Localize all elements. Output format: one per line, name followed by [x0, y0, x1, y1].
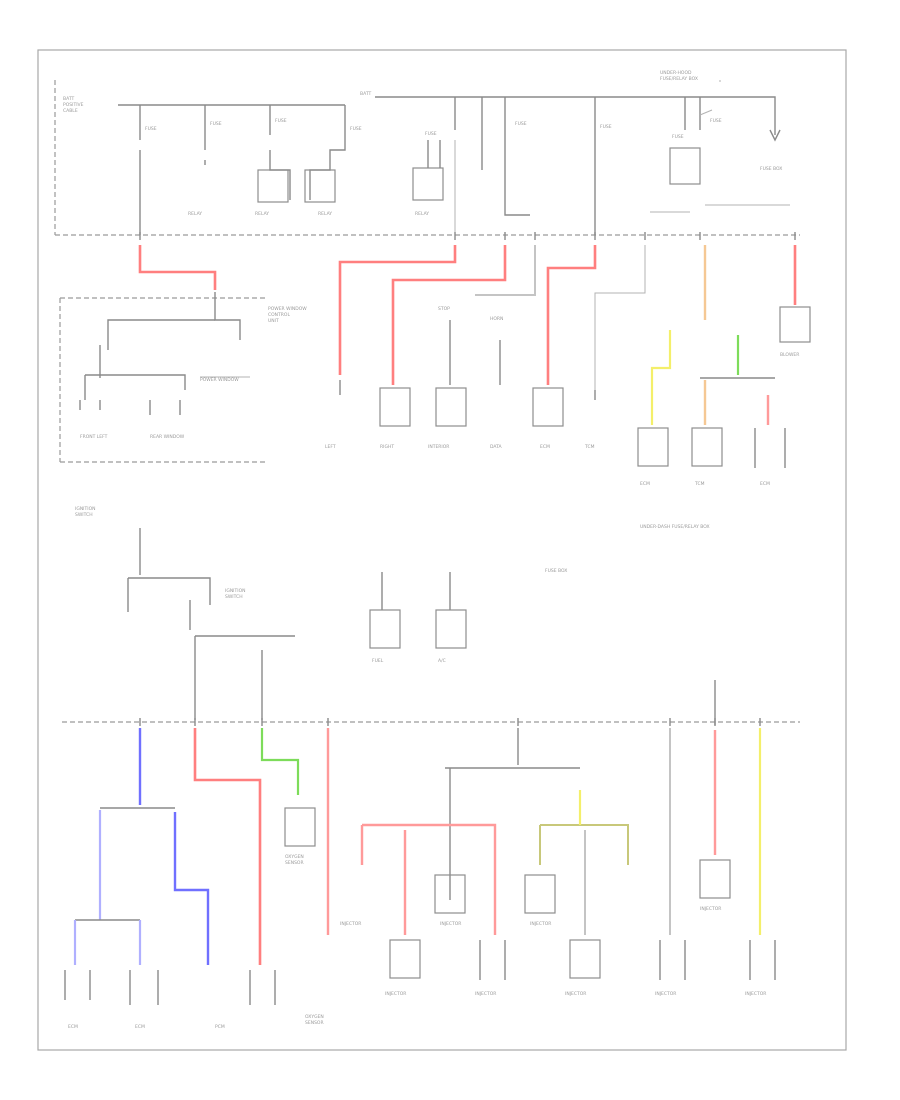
svg-text:OXYGEN: OXYGEN [285, 854, 304, 860]
svg-text:FUSE: FUSE [672, 134, 684, 140]
red-wire-1 [138, 245, 217, 290]
svg-text:INJECTOR: INJECTOR [565, 991, 586, 997]
svg-text:RIGHT: RIGHT [380, 444, 394, 450]
svg-text:DATA: DATA [490, 444, 503, 450]
svg-text:FUSE: FUSE [425, 131, 437, 137]
bottom-right-components: INJECTOR INJECTOR INJECTOR [655, 859, 776, 997]
svg-text:SWITCH: SWITCH [225, 594, 243, 600]
svg-text:INJECTOR: INJECTOR [530, 921, 551, 927]
diagram-frame [37, 49, 847, 1051]
svg-text:TCM: TCM [694, 481, 705, 487]
svg-text:BATT: BATT [63, 96, 74, 102]
svg-text:BATT: BATT [360, 91, 371, 97]
svg-text:RELAY: RELAY [415, 211, 429, 217]
svg-text:FUSE: FUSE [350, 126, 362, 132]
svg-text:REAR WINDOW: REAR WINDOW [150, 434, 185, 440]
svg-text:SENSOR: SENSOR [305, 1020, 324, 1026]
top-connector-row [139, 232, 796, 240]
svg-text:FUSE/RELAY BOX: FUSE/RELAY BOX [660, 76, 698, 82]
svg-text:FRONT LEFT: FRONT LEFT [80, 434, 108, 440]
gray-wire-1 [475, 245, 536, 296]
svg-text:ECM: ECM [760, 481, 770, 487]
svg-text:HORN: HORN [490, 316, 503, 322]
bottom-connector-row [139, 718, 761, 726]
blue-wire-2 [173, 812, 210, 965]
yellow-wire-1 [650, 330, 672, 425]
svg-text:OXYGEN: OXYGEN [305, 1014, 324, 1020]
left-junction-block: POWER WINDOW CONTROL UNIT FRONT LEFT REA… [59, 292, 307, 463]
svg-text:SWITCH: SWITCH [75, 512, 93, 518]
svg-text:A/C: A/C [438, 658, 446, 664]
svg-text:INJECTOR: INJECTOR [385, 991, 406, 997]
bottom-left-components: ECM ECM [64, 970, 159, 1030]
svg-text:INJECTOR: INJECTOR [340, 921, 361, 927]
svg-text:CABLE: CABLE [63, 108, 78, 114]
svg-text:LEFT: LEFT [325, 444, 336, 450]
svg-text:FUSE: FUSE [275, 118, 287, 124]
red-wire-3 [391, 245, 507, 385]
svg-text:INJECTOR: INJECTOR [745, 991, 766, 997]
svg-text:IGNITION: IGNITION [225, 588, 246, 594]
svg-text:CONTROL: CONTROL [268, 312, 290, 318]
mid-relays: FUEL A/C [369, 572, 716, 725]
svg-text:INJECTOR: INJECTOR [655, 991, 676, 997]
svg-text:UNDER-HOOD: UNDER-HOOD [660, 70, 692, 76]
svg-text:INJECTOR: INJECTOR [440, 921, 461, 927]
svg-text:IGNITION: IGNITION [75, 506, 96, 512]
svg-text:INJECTOR: INJECTOR [700, 906, 721, 912]
svg-text:POSITIVE: POSITIVE [63, 102, 84, 108]
svg-text:FUSE: FUSE [515, 121, 527, 127]
injector-bus: INJECTOR INJECTOR INJECTOR INJECTOR INJE… [340, 728, 629, 997]
red-wire-4 [546, 245, 597, 385]
top-middle-components: LEFT RIGHT INTERIOR DATA ECM TCM STOP HO… [325, 306, 596, 450]
svg-text:FUSE: FUSE [710, 118, 722, 124]
svg-text:POWER WINDOW: POWER WINDOW [200, 377, 239, 383]
svg-text:UNIT: UNIT [268, 318, 279, 324]
svg-text:SENSOR: SENSOR [285, 860, 304, 866]
ignition-switch: IGNITION SWITCH IGNITION SWITCH UNDER-DA… [75, 506, 710, 720]
svg-text:FUSE: FUSE [600, 124, 612, 130]
svg-text:ECM: ECM [640, 481, 650, 487]
red-wire-2 [338, 245, 457, 375]
top-fuse-box: BATT POSITIVE CABLE FUSE FUSE FUSE FUSE … [54, 70, 800, 236]
svg-text:UNDER-DASH FUSE/RELAY BOX: UNDER-DASH FUSE/RELAY BOX [640, 524, 710, 530]
svg-text:INTERIOR: INTERIOR [428, 444, 449, 450]
svg-text:RELAY: RELAY [318, 211, 332, 217]
svg-text:FUSE: FUSE [210, 121, 222, 127]
svg-text:TCM: TCM [584, 444, 595, 450]
svg-text:RELAY: RELAY [255, 211, 269, 217]
svg-text:ECM: ECM [68, 1024, 78, 1030]
green-wire-2 [260, 728, 300, 795]
svg-text:ECM: ECM [540, 444, 550, 450]
svg-text:FUSE BOX: FUSE BOX [760, 166, 782, 172]
red-wire-6 [193, 728, 262, 965]
svg-text:PCM: PCM [215, 1024, 225, 1030]
svg-text:POWER WINDOW: POWER WINDOW [268, 306, 307, 312]
top-right-components: BLOWER ECM TCM ECM [637, 306, 811, 487]
svg-text:BLOWER: BLOWER [780, 352, 799, 358]
svg-text:INJECTOR: INJECTOR [475, 991, 496, 997]
svg-text:RELAY: RELAY [188, 211, 202, 217]
svg-text:FUEL: FUEL [372, 658, 384, 664]
svg-text:STOP: STOP [438, 306, 450, 312]
svg-text:FUSE BOX: FUSE BOX [545, 568, 567, 574]
svg-text:ECM: ECM [135, 1024, 145, 1030]
svg-text:FUSE: FUSE [145, 126, 157, 132]
